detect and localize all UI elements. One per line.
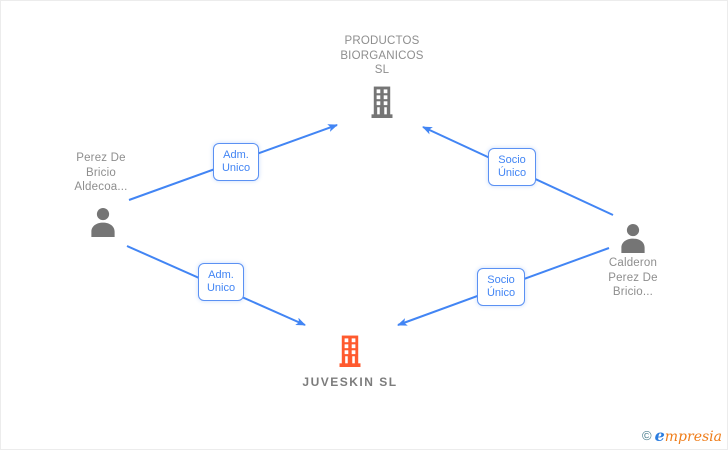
company-top-name-line3: SL	[374, 64, 390, 76]
person-left-name-line1: Perez De	[76, 152, 126, 164]
edge-label-line2: Unico	[206, 282, 236, 294]
edge-label-socio-unico-top: Socio Único	[488, 148, 536, 186]
company-top-name-line2: BIORGANICOS	[340, 49, 424, 62]
edge-label-adm-unico-bottom: Adm. Unico	[198, 263, 244, 301]
person-icon[interactable]	[616, 221, 650, 255]
edge-label-line1: Adm.	[208, 268, 234, 281]
edge-label-line2: Único	[497, 167, 527, 179]
company-top-name-line1: PRODUCTOS	[344, 35, 420, 47]
person-left-name-line3: Aldecoa...	[74, 181, 128, 193]
company-top-name[interactable]: PRODUCTOS BIORGANICOS SL	[322, 34, 442, 78]
edge-label-socio-unico-bottom: Socio Único	[477, 268, 525, 306]
empresia-wordmark-e: e	[654, 426, 665, 445]
building-icon-highlighted[interactable]	[333, 333, 367, 369]
copyright-symbol: ©	[641, 428, 652, 443]
edge-label-adm-unico-top: Adm. Unico	[213, 143, 259, 181]
company-bottom-name[interactable]: JUVESKIN SL	[302, 375, 398, 389]
edge-label-line2: Único	[486, 287, 516, 299]
person-left-name-line2: Bricio	[86, 166, 116, 179]
person-icon[interactable]	[86, 205, 120, 239]
person-right-name-line3: Bricio...	[612, 286, 654, 298]
empresia-logo[interactable]: © empresia	[642, 426, 722, 445]
edge-label-line1: Socio	[498, 153, 526, 166]
empresia-wordmark-rest: mpresia	[664, 429, 722, 445]
building-icon[interactable]	[365, 84, 399, 120]
edge-label-line2: Unico	[221, 162, 251, 174]
edge-label-line1: Adm.	[223, 148, 249, 161]
person-right-name-line1: Calderon	[608, 257, 658, 269]
empresia-wordmark: empresia	[655, 426, 722, 445]
edge-label-line1: Socio	[487, 273, 515, 286]
person-right-name[interactable]: Calderon Perez De Bricio...	[569, 256, 697, 300]
person-right-name-line2: Perez De	[608, 271, 658, 284]
person-left-name[interactable]: Perez De Bricio Aldecoa...	[41, 151, 161, 195]
